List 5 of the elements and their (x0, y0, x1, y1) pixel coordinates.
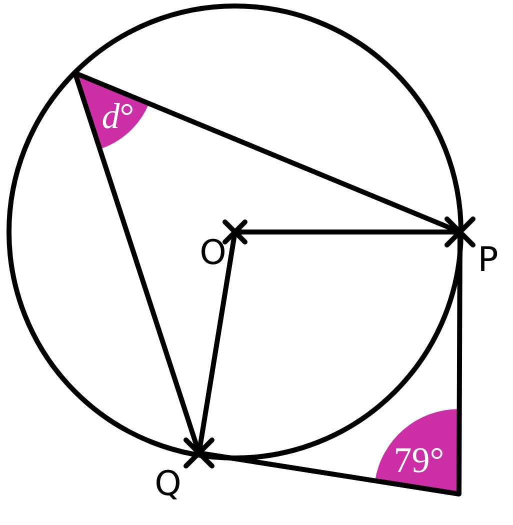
angle-label: 79° (394, 442, 444, 478)
point-label: P (478, 243, 498, 277)
point-label: Q (154, 467, 182, 501)
point-label: O (200, 236, 226, 270)
angle-label: d° (102, 98, 134, 134)
